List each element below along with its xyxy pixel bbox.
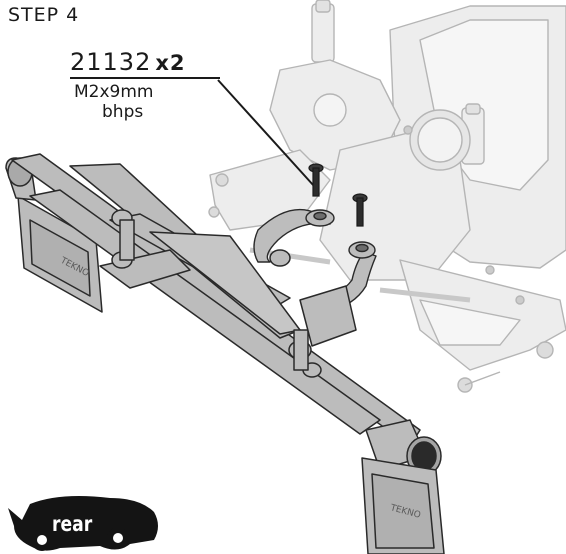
part-size: M2x9mm — [74, 82, 154, 102]
callout-rule — [70, 77, 220, 79]
rear-car-silhouette-icon — [8, 496, 158, 551]
part-number: 21132 — [70, 48, 152, 76]
view-badge-label: rear — [52, 512, 93, 536]
screw-icon — [308, 163, 368, 227]
rear-wing-assembly: TEKNO — [5, 153, 445, 554]
part-type: bhps — [102, 102, 144, 122]
step-title: STEP 4 — [8, 4, 80, 26]
chassis-background — [208, 0, 566, 393]
callout-leader — [217, 79, 315, 187]
part-quantity: x2 — [155, 51, 186, 75]
